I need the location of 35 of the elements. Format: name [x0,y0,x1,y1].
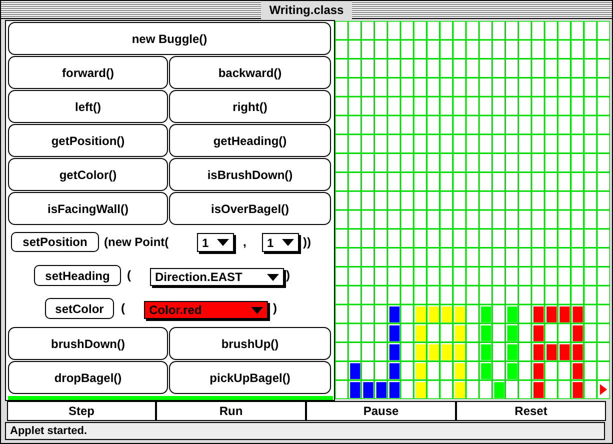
code-text: , [243,234,248,251]
control-button: Run [156,401,306,421]
method-button: isOverBagel() [169,192,331,225]
method-button: setHeading [34,265,121,286]
code-text: ) [286,267,291,284]
method-button: setColor [45,298,114,319]
dropdown-value: Color.red [149,302,202,319]
method-button: getHeading() [169,124,331,157]
method-button: setPosition [11,232,99,252]
method-button: isBrushDown() [169,158,331,191]
dropdown-value: 1 [202,234,209,252]
code-text: )) [303,234,312,251]
control-button: Pause [306,401,456,421]
window-title: Writing.class [261,0,352,18]
dropdown-value: Direction.EAST [155,269,242,286]
code-text: (new Point( [104,234,170,251]
method-button: isFacingWall() [8,192,168,225]
code-text: ( [121,300,126,317]
method-button: dropBagel() [8,361,168,394]
method-button: getPosition() [8,124,168,157]
method-button: pickUpBagel() [169,361,331,394]
control-button: Reset [456,401,606,421]
code-text: ) [273,300,278,317]
status-text: Applet started. [10,424,88,439]
method-button: forward() [8,56,168,89]
method-button: backward() [169,56,331,89]
method-button: right() [169,90,331,123]
dropdown-value: 1 [267,234,274,252]
method-button: brushDown() [8,327,168,360]
method-button: new Buggle() [8,22,331,55]
code-text: ( [127,267,132,284]
method-button: getColor() [8,158,168,191]
control-button: Step [7,401,156,421]
method-button: brushUp() [169,327,331,360]
method-button: left() [8,90,168,123]
